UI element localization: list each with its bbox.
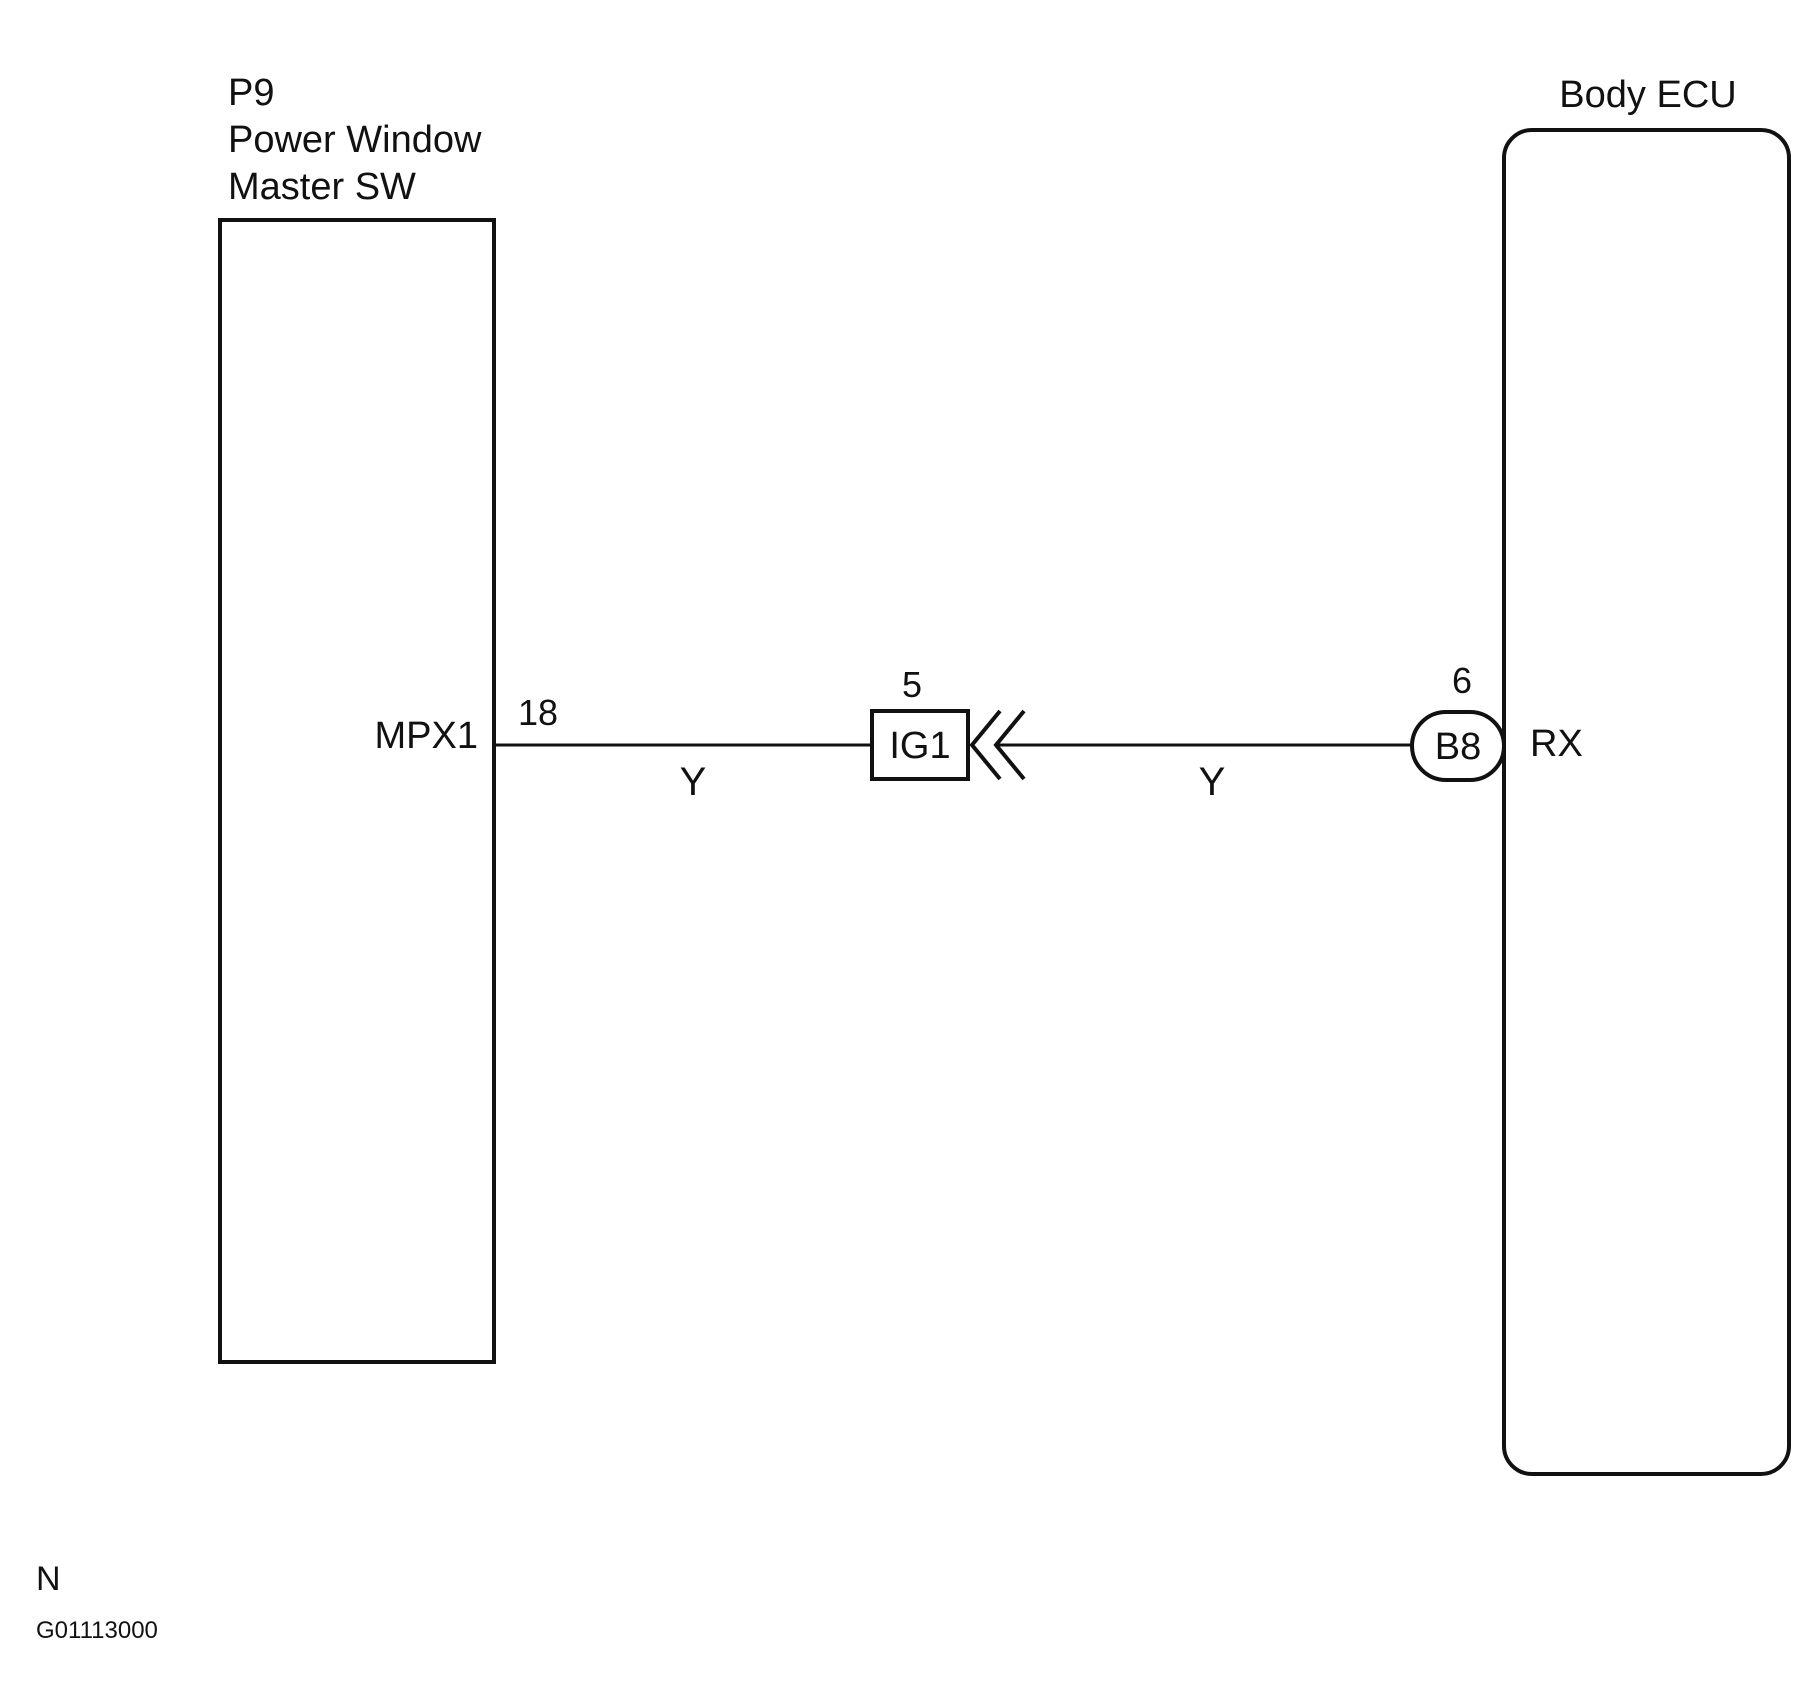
- master-switch-terminal-name: MPX1: [375, 715, 478, 757]
- body-ecu-connector-label: B8: [1435, 726, 1481, 768]
- body-ecu-pin: 6: [1452, 660, 1472, 701]
- master-switch-box: [218, 218, 496, 1364]
- wire-color-right: Y: [1199, 760, 1226, 804]
- master-switch-pin: 18: [518, 692, 558, 733]
- footer-letter: N: [36, 1560, 61, 1598]
- body-ecu-terminal-name: RX: [1530, 723, 1583, 765]
- master-switch-ref: P9: [228, 72, 274, 114]
- figure-code: G01113000: [36, 1617, 158, 1644]
- body-ecu-box: [1502, 128, 1791, 1476]
- connector-mating-chevron-icon: [969, 709, 1026, 781]
- master-switch-name-line2: Master SW: [228, 166, 416, 208]
- junction-connector-box: [870, 709, 970, 781]
- wire-color-left: Y: [680, 760, 707, 804]
- master-switch-name-line1: Power Window: [228, 119, 482, 161]
- body-ecu-title: Body ECU: [1559, 74, 1736, 116]
- junction-pin: 5: [902, 664, 922, 705]
- junction-connector-label: IG1: [889, 725, 950, 767]
